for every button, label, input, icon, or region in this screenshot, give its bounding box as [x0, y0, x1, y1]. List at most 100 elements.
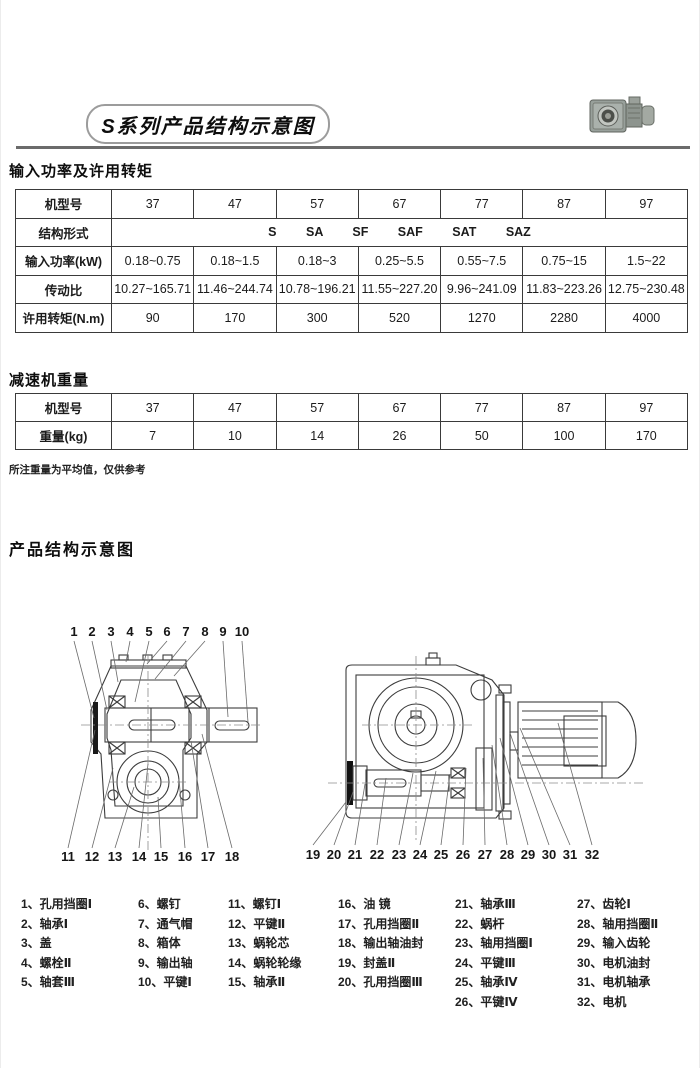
part-label: 28: [500, 847, 514, 862]
table-cell: 37: [110, 393, 195, 422]
header-divider: [16, 146, 690, 149]
parts-legend-item: 3、盖: [21, 936, 52, 951]
parts-legend-item: 26、平键Ⅳ: [455, 994, 518, 1009]
table-row: 许用转矩(N.m) 90 170 300 520 1270 2280 4000: [15, 303, 689, 333]
centerlines: [328, 656, 646, 840]
table-cell: 0.55~7.5: [440, 246, 524, 276]
parts-legend-item: 16、油 镜: [338, 897, 391, 911]
table-cell: 47: [193, 189, 277, 219]
table-cell: 90: [110, 303, 195, 333]
weight-table: 机型号 37 47 57 67 77 87 97 重量(kg) 7 10 14 …: [15, 393, 689, 450]
table-cell: 100: [522, 421, 606, 450]
table-cell: 10.27~165.71: [110, 274, 195, 304]
part-label: 27: [478, 847, 492, 862]
parts-legend-item: 7、通气帽: [138, 916, 193, 931]
table-cell: 67: [357, 393, 442, 422]
table-row: 机型号 37 47 57 67 77 87 97: [15, 393, 689, 422]
part-label: 5: [145, 624, 152, 639]
parts-legend-item: 24、平键Ⅲ: [455, 955, 516, 970]
centerlines: [81, 654, 263, 852]
parts-legend-item: 9、输出轴: [138, 955, 193, 970]
table-cell: 97: [604, 393, 689, 422]
table-cell: 2280: [522, 303, 606, 333]
table-cell: 37: [110, 189, 195, 219]
weight-note: 所注重量为平均值，仅供参考: [9, 464, 146, 476]
table-cell: 170: [604, 421, 689, 450]
parts-legend-item: 11、螺钉Ⅰ: [228, 897, 282, 911]
table-row: 结构形式 S SA SF SAF SAT SAZ: [15, 217, 688, 247]
parts-legend-item: 1、孔用挡圈Ⅰ: [21, 897, 93, 911]
table-cell: 77: [440, 189, 524, 219]
part-label: 6: [163, 624, 170, 639]
worm-shaft-assembly: [347, 684, 512, 820]
parts-legend-item: 8、箱体: [138, 936, 181, 951]
parts-legend-item: 19、封盖Ⅱ: [338, 955, 396, 970]
table-cell: 0.18~0.75: [110, 246, 195, 276]
parts-legend-item: 2、轴承Ⅰ: [21, 916, 69, 931]
part-label: 14: [132, 849, 147, 864]
table-cell: 97: [604, 189, 689, 219]
part-label: 7: [182, 624, 189, 639]
table-cell: 7: [110, 421, 195, 450]
part-label: 31: [563, 847, 577, 862]
part-label: 3: [107, 624, 114, 639]
parts-legend-item: 32、电机: [577, 994, 627, 1009]
table-cell: 0.18~3: [275, 246, 359, 276]
parts-legend-item: 12、平键Ⅱ: [228, 916, 286, 931]
structure-section-heading: 产品结构示意图: [9, 542, 136, 559]
part-label: 16: [178, 849, 192, 864]
part-label: 29: [521, 847, 535, 862]
table-row: 机型号 37 47 57 67 77 87 97: [15, 189, 689, 219]
parts-legend-column: 11、螺钉Ⅰ 12、平键Ⅱ 13、蜗轮芯 14、蜗轮轮缘 15、轴承Ⅱ: [228, 895, 301, 993]
parts-legend-item: 17、孔用挡圈Ⅱ: [338, 916, 420, 931]
row-header: 输入功率(kW): [15, 246, 112, 276]
parts-legend-item: 4、螺栓Ⅱ: [21, 955, 72, 970]
parts-legend-column: 6、螺钉 7、通气帽 8、箱体 9、输出轴 10、平键Ⅰ: [138, 895, 193, 993]
part-label: 15: [154, 849, 168, 864]
page-title: S系列产品结构示意图: [86, 104, 330, 144]
table-cell: 0.18~1.5: [193, 246, 277, 276]
part-label: 1: [70, 624, 77, 639]
part-label: 19: [306, 847, 320, 862]
parts-legend-item: 13、蜗轮芯: [228, 936, 290, 951]
parts-legend-item: 22、蜗杆: [455, 916, 505, 931]
table-cell: 77: [440, 393, 524, 422]
parts-legend-item: 30、电机油封: [577, 955, 651, 970]
parts-legend-column: 1、孔用挡圈Ⅰ 2、轴承Ⅰ 3、盖 4、螺栓Ⅱ 5、轴套Ⅲ: [21, 895, 92, 993]
part-number-labels: 1 2 3 4 5 6 7 8 9 10 11 12 13 14 15 16 1…: [61, 624, 249, 864]
part-label: 22: [370, 847, 384, 862]
table-cell: 87: [522, 393, 606, 422]
table-cell: 67: [357, 189, 442, 219]
table-cell: 50: [440, 421, 524, 450]
leader-lines: [312, 722, 593, 846]
part-label: 26: [456, 847, 470, 862]
table-cell: 520: [357, 303, 442, 333]
table-cell: 87: [522, 189, 606, 219]
row-header: 机型号: [15, 393, 112, 422]
parts-legend-item: 29、输入齿轮: [577, 936, 651, 951]
part-label: 23: [392, 847, 406, 862]
parts-legend-item: 27、齿轮Ⅰ: [577, 897, 631, 911]
table-cell: 47: [193, 393, 277, 422]
table-cell: 10.78~196.21: [275, 274, 359, 304]
parts-legend-item: 14、蜗轮轮缘: [228, 955, 302, 970]
parts-legend-item: 6、螺钉: [138, 897, 181, 911]
parts-legend-item: 5、轴套Ⅲ: [21, 975, 76, 990]
table-cell: 26: [357, 421, 442, 450]
table-cell: 0.75~15: [522, 246, 606, 276]
table-cell: 1270: [440, 303, 524, 333]
table-row: 输入功率(kW) 0.18~0.75 0.18~1.5 0.18~3 0.25~…: [15, 246, 689, 276]
part-label: 12: [85, 849, 99, 864]
table-cell: 11.83~223.26: [522, 274, 606, 304]
table-cell: 12.75~230.48: [604, 274, 689, 304]
row-header: 传动比: [15, 274, 112, 304]
parts-legend-column: 21、轴承Ⅲ 22、蜗杆 23、轴用挡圈Ⅰ 24、平键Ⅲ 25、轴承Ⅳ 26、平…: [455, 895, 533, 1013]
parts-legend-item: 25、轴承Ⅳ: [455, 975, 518, 990]
part-label: 10: [235, 624, 249, 639]
table-cell: 10: [193, 421, 277, 450]
table-cell: 11.46~244.74: [193, 274, 277, 304]
table-cell: 0.25~5.5: [357, 246, 442, 276]
table-cell: 170: [193, 303, 277, 333]
part-label: 25: [434, 847, 448, 862]
